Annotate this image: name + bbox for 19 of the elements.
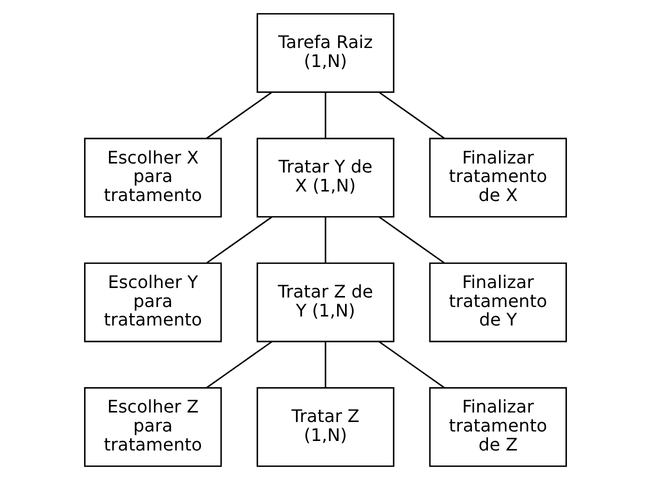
- node-box: Tratar Z (1,N): [256, 387, 394, 467]
- connector: [378, 92, 444, 139]
- connector: [206, 341, 272, 388]
- node-box: Escolher Y para tratamento: [84, 262, 222, 342]
- connector: [324, 216, 326, 264]
- node-box: Escolher X para tratamento: [84, 138, 222, 218]
- node-box: Finalizar tratamento de Y: [428, 262, 566, 342]
- node-box: Finalizar tratamento de Z: [428, 387, 566, 467]
- node-box: Tarefa Raiz (1,N): [256, 13, 394, 93]
- connector: [206, 92, 272, 139]
- connector: [324, 92, 326, 138]
- node-box: Finalizar tratamento de X: [428, 138, 566, 218]
- node-box: Tratar Z de Y (1,N): [256, 262, 394, 342]
- node-box: Tratar Y de X (1,N): [256, 138, 394, 218]
- connector: [324, 342, 326, 388]
- connector: [378, 216, 444, 264]
- connector: [206, 216, 272, 264]
- connector: [378, 341, 444, 388]
- node-box: Escolher Z para tratamento: [84, 387, 222, 467]
